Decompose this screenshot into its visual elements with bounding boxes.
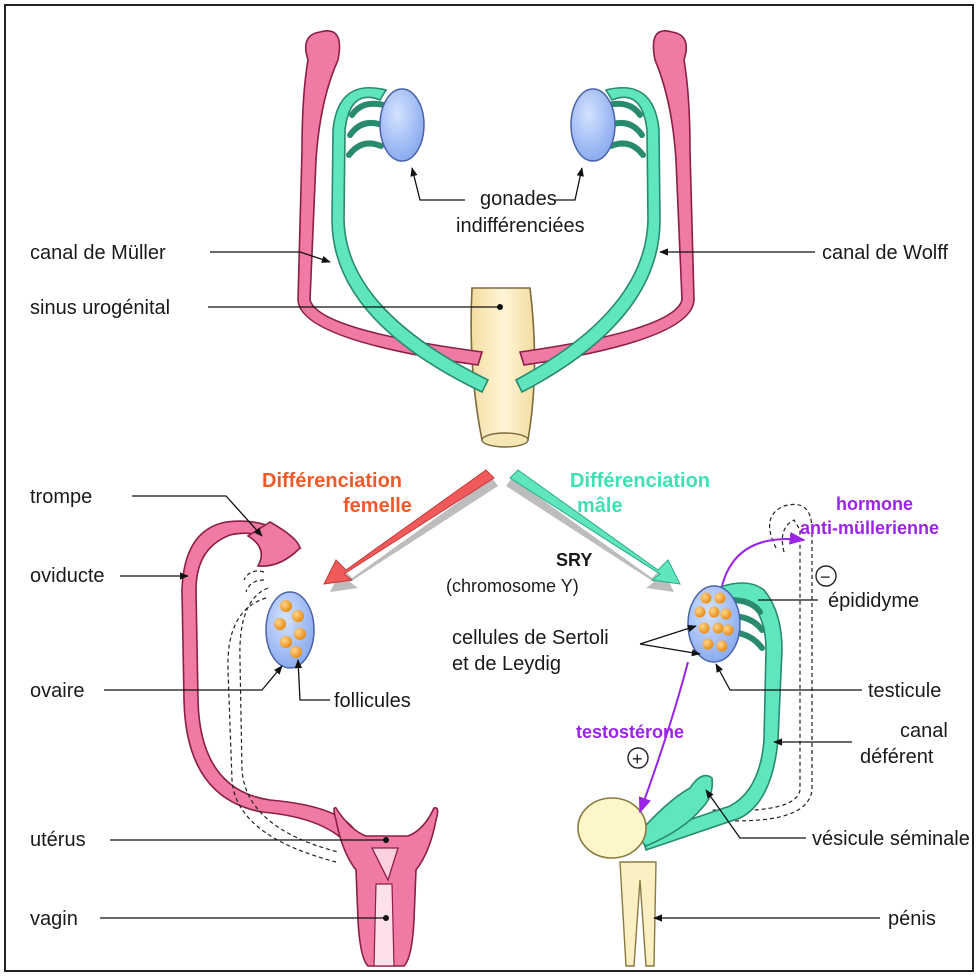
male-title-line2: mâle [577, 495, 623, 517]
oviducte-label: oviducte [30, 565, 105, 587]
trompe-label: trompe [30, 486, 92, 508]
follicules-label: follicules [334, 690, 411, 712]
gonads-pointer-2 [555, 168, 582, 200]
ovaire-label: ovaire [30, 680, 84, 702]
wolff-duct-label: canal de Wolff [822, 242, 948, 264]
gonad-right [571, 89, 615, 161]
vagina [374, 884, 394, 966]
regressed-wolff-female-3 [244, 571, 264, 592]
chromosome-label: (chromosome Y) [446, 576, 579, 596]
gonads-pointer [412, 168, 465, 200]
oviduct [182, 521, 356, 850]
urogenital-sinus-opening [482, 433, 528, 447]
sertoli-label-line2: et de Leydig [452, 653, 561, 675]
gonad-left [380, 89, 424, 161]
testosterone-label: testostérone [576, 722, 684, 742]
sinus-pointer-dot [497, 304, 503, 310]
amh-arrow [722, 539, 804, 586]
testicule-pointer [716, 664, 862, 690]
wolff-duct-left-tubules [349, 104, 384, 155]
bladder [578, 798, 646, 858]
testis [688, 586, 740, 662]
canal-deferent-label-line1: canal [900, 720, 948, 742]
gonads-label-line1: gonades [480, 188, 557, 210]
uterus-pointer-dot [383, 837, 389, 843]
vagin-label: vagin [30, 908, 78, 930]
indifferent-stage: gonades indifférenciées canal de Müller … [30, 31, 948, 447]
differentiation-arrows: Différenciation femelle Différenciation … [262, 470, 710, 596]
penis-label: pénis [888, 908, 936, 930]
vagin-pointer-dot [383, 915, 389, 921]
uterus-label: utérus [30, 829, 86, 851]
sry-label: SRY [556, 550, 592, 570]
female-title-line2: femelle [343, 495, 412, 517]
female-title-line1: Différenciation [262, 470, 402, 492]
sinus-label: sinus urogénital [30, 297, 170, 319]
amh-label-line1: hormone [836, 494, 913, 514]
male-title-line1: Différenciation [570, 470, 710, 492]
testosterone-plus-sign: + [632, 749, 643, 769]
muller-duct-label: canal de Müller [30, 242, 166, 264]
testicule-label: testicule [868, 680, 941, 702]
sertoli-pointer-2 [640, 644, 700, 654]
follicules-pointer [298, 660, 330, 700]
canal-deferent-label-line2: déférent [860, 746, 934, 768]
regressed-muller-male-2 [712, 520, 800, 811]
epididyme-label: épididyme [828, 590, 919, 612]
sertoli-pointer-1 [640, 626, 696, 644]
amh-minus-sign: − [820, 567, 831, 587]
gonads-label-line2: indifférenciées [456, 215, 585, 237]
amh-label-line2: anti-müllerienne [800, 518, 939, 538]
sertoli-label-line1: cellules de Sertoli [452, 627, 609, 649]
female-tract: trompe oviducte ovaire follicules utérus… [30, 486, 438, 966]
male-tract: − + hormone anti-müllerienne testostéron… [452, 494, 970, 966]
vesicule-label: vésicule séminale [812, 828, 970, 850]
penis [620, 862, 656, 966]
